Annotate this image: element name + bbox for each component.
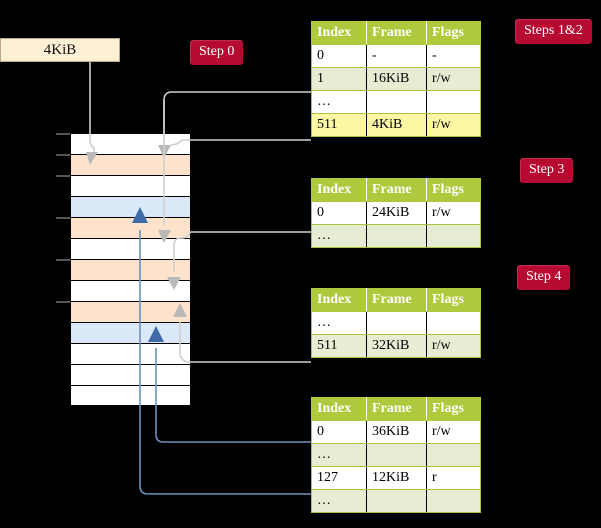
cell-index: … <box>311 224 367 248</box>
cell-frame: 4KiB <box>366 113 427 137</box>
wire-memory-to-t2 <box>180 231 311 239</box>
cell-flags: r/w <box>426 334 481 358</box>
cell-index: 0 <box>311 420 367 444</box>
cell-flags: - <box>426 44 481 68</box>
badge-steps-1-2: Steps 1&2 <box>515 19 592 44</box>
cell-index: 511 <box>311 113 367 137</box>
memory-tick <box>56 175 70 177</box>
cell-frame <box>366 443 427 467</box>
column-header-frame: Frame <box>366 21 427 45</box>
memory-block-2 <box>70 175 191 196</box>
column-header-flags: Flags <box>426 178 481 202</box>
cell-frame <box>366 90 427 114</box>
cell-frame <box>366 489 427 513</box>
table-row: … <box>311 311 481 335</box>
cell-frame <box>366 311 427 335</box>
cell-flags <box>426 224 481 248</box>
column-header-index: Index <box>311 397 367 421</box>
column-header-flags: Flags <box>426 397 481 421</box>
cell-flags: r/w <box>426 420 481 444</box>
cell-frame: 36KiB <box>366 420 427 444</box>
memory-block-4 <box>70 217 191 238</box>
memory-block-8 <box>70 301 191 322</box>
memory-block-3 <box>70 196 191 217</box>
cell-flags <box>426 311 481 335</box>
memory-column <box>70 133 191 415</box>
cell-frame: 12KiB <box>366 466 427 490</box>
column-header-index: Index <box>311 288 367 312</box>
memory-block-6 <box>70 259 191 280</box>
badge-step-4: Step 4 <box>517 265 571 290</box>
memory-block-1 <box>70 154 191 175</box>
memory-block-9 <box>70 322 191 343</box>
badge-step-3: Step 3 <box>520 158 574 183</box>
cell-frame: 24KiB <box>366 201 427 225</box>
column-header-frame: Frame <box>366 178 427 202</box>
page-box-label: 4KiB <box>43 41 77 58</box>
table-row: … <box>311 443 481 467</box>
cell-index: 127 <box>311 466 367 490</box>
table-row: 0-- <box>311 44 481 68</box>
column-header-index: Index <box>311 21 367 45</box>
column-header-index: Index <box>311 178 367 202</box>
cell-flags: r/w <box>426 201 481 225</box>
cell-index: … <box>311 90 367 114</box>
memory-tick <box>56 133 70 135</box>
cell-frame <box>366 224 427 248</box>
memory-tick <box>56 259 70 261</box>
cell-flags <box>426 443 481 467</box>
column-header-flags: Flags <box>426 21 481 45</box>
table-row: … <box>311 489 481 513</box>
memory-block-5 <box>70 238 191 259</box>
memory-block-0 <box>70 133 191 154</box>
memory-tick <box>56 301 70 303</box>
page-box-4kib: 4KiB <box>0 38 120 62</box>
cell-index: 1 <box>311 67 367 91</box>
memory-block-7 <box>70 280 191 301</box>
memory-block-10 <box>70 343 191 364</box>
column-header-frame: Frame <box>366 397 427 421</box>
memory-block-11 <box>70 364 191 385</box>
cell-flags: r <box>426 466 481 490</box>
wire-t3-to-memory <box>179 322 311 363</box>
column-header-frame: Frame <box>366 288 427 312</box>
wire-memory-to-t1 <box>169 139 311 146</box>
cell-index: 511 <box>311 334 367 358</box>
cell-index: 0 <box>311 44 367 68</box>
cell-index: … <box>311 311 367 335</box>
memory-tick <box>56 217 70 219</box>
cell-frame: 16KiB <box>366 67 427 91</box>
cell-flags <box>426 489 481 513</box>
memory-block-12 <box>70 385 191 406</box>
cell-frame: - <box>366 44 427 68</box>
cell-flags <box>426 90 481 114</box>
column-header-flags: Flags <box>426 288 481 312</box>
table-row: … <box>311 224 481 248</box>
table-row: … <box>311 90 481 114</box>
memory-tick <box>56 154 70 156</box>
cell-frame: 32KiB <box>366 334 427 358</box>
cell-index: 0 <box>311 201 367 225</box>
cell-index: … <box>311 443 367 467</box>
cell-index: … <box>311 489 367 513</box>
cell-flags: r/w <box>426 113 481 137</box>
cell-flags: r/w <box>426 67 481 91</box>
badge-step-0: Step 0 <box>190 40 244 65</box>
